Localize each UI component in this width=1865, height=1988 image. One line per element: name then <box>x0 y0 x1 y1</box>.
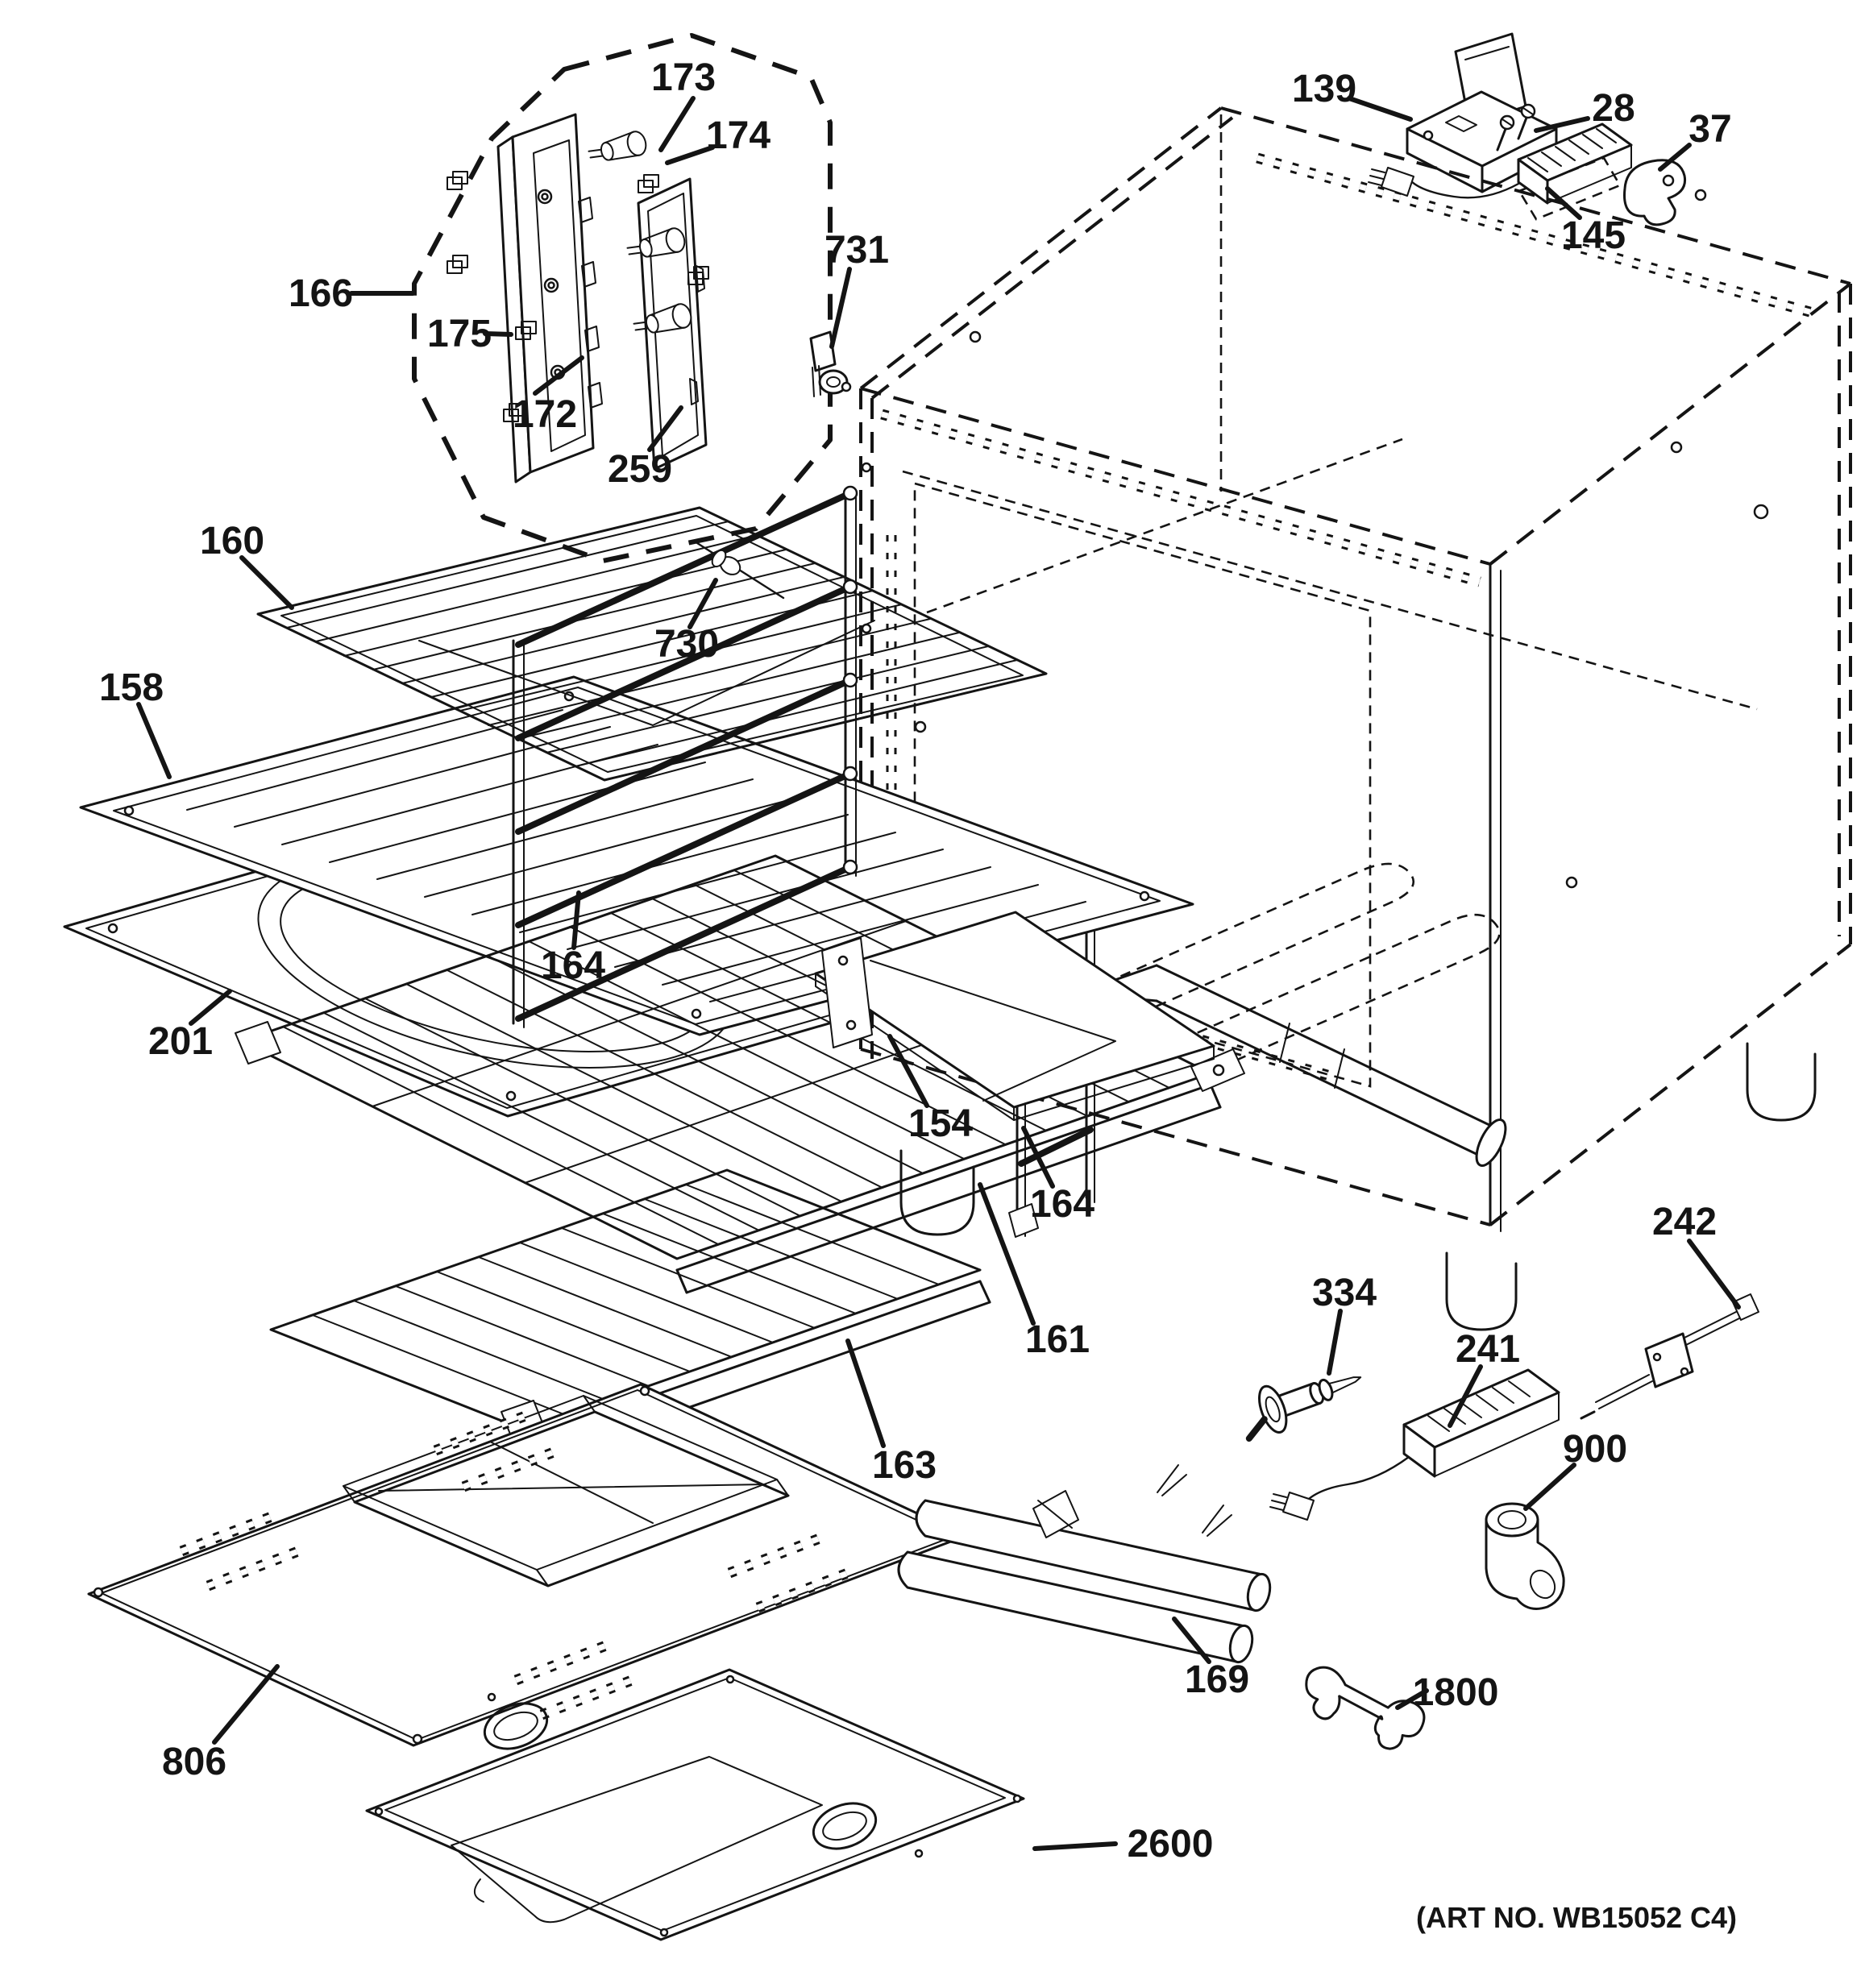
callout-169: 169 <box>1185 1658 1249 1701</box>
callout-334: 334 <box>1312 1272 1377 1314</box>
leader-201 <box>189 989 232 1026</box>
leader-173 <box>658 96 696 152</box>
art-number-note: (ART NO. WB15052 C4) <box>1416 1901 1737 1934</box>
callout-731: 731 <box>825 229 889 272</box>
leader-161 <box>978 1182 1036 1326</box>
leader-145 <box>1545 186 1582 220</box>
rack-guide-left-164 <box>512 485 858 1028</box>
bottom-panel-2600 <box>365 1668 1025 1941</box>
callout-139: 139 <box>1292 68 1356 110</box>
igniter-334 <box>1245 1376 1362 1442</box>
leader-241 <box>1448 1364 1483 1428</box>
control-panel-group-166 <box>412 33 833 563</box>
clip-nut <box>503 403 525 422</box>
burner-deflector-154 <box>814 911 1215 1121</box>
leader-163 <box>845 1338 886 1448</box>
callout-172: 172 <box>513 393 577 436</box>
clip-nut <box>687 266 709 285</box>
igniter-module-241 <box>1269 1368 1560 1521</box>
pipe-elbow-900 <box>1485 1502 1565 1610</box>
clip-nut <box>638 174 659 193</box>
leader-28 <box>1534 116 1590 133</box>
burner-assembly-169 <box>897 1464 1272 1664</box>
leader-lines <box>136 96 1741 1851</box>
callout-28: 28 <box>1592 87 1634 130</box>
door-switch-731 <box>809 330 852 397</box>
callout-164-right: 164 <box>1030 1183 1094 1226</box>
callout-163: 163 <box>872 1444 937 1487</box>
callout-164-left: 164 <box>541 944 605 987</box>
leader-164a <box>571 890 581 950</box>
callout-161: 161 <box>1025 1318 1090 1361</box>
callout-2600: 2600 <box>1128 1823 1214 1866</box>
oval-cutout <box>483 1702 549 1750</box>
leader-158 <box>136 702 172 779</box>
callout-900: 900 <box>1563 1428 1627 1471</box>
leader-169 <box>1172 1617 1211 1664</box>
callout-201: 201 <box>148 1020 213 1063</box>
leader-731 <box>829 267 852 349</box>
oven-rack-163 <box>269 1168 991 1463</box>
clip-nut <box>447 255 468 274</box>
temperature-probe-730 <box>693 540 785 600</box>
callout-145: 145 <box>1561 214 1626 257</box>
callout-806: 806 <box>162 1741 226 1783</box>
leader-164b <box>1021 1126 1055 1189</box>
leader-806 <box>212 1664 280 1745</box>
callout-37: 37 <box>1688 108 1731 151</box>
leader-37 <box>1658 143 1692 172</box>
callout-730: 730 <box>654 623 719 666</box>
callout-154: 154 <box>908 1102 973 1145</box>
oven-sensor-242 <box>1580 1293 1759 1420</box>
clip-nut <box>515 321 537 340</box>
callout-166: 166 <box>289 272 353 315</box>
broiler-grid-160 <box>256 506 1048 782</box>
leader-139 <box>1347 96 1413 122</box>
leader-172 <box>533 355 584 396</box>
callout-174: 174 <box>706 114 771 157</box>
clip-nut <box>447 171 468 190</box>
drip-cover-panel-806 <box>87 1383 967 1747</box>
leader-900 <box>1523 1463 1576 1511</box>
leader-259 <box>647 405 683 452</box>
leader-730 <box>687 578 718 629</box>
callout-173: 173 <box>651 56 716 99</box>
callout-labels: 173 174 166 175 172 259 731 139 28 37 14… <box>99 56 1732 1866</box>
oven-cabinet-body <box>859 106 1852 1331</box>
valve-stem <box>588 131 647 161</box>
oval-cutout <box>812 1802 878 1850</box>
leader-242 <box>1687 1239 1741 1309</box>
leader-160 <box>239 555 294 610</box>
leader-174 <box>665 145 715 165</box>
spark-module-145 <box>1368 122 1633 205</box>
leader-334 <box>1327 1309 1343 1376</box>
callout-1800: 1800 <box>1413 1671 1499 1714</box>
callout-241: 241 <box>1456 1328 1520 1371</box>
callout-158: 158 <box>99 666 164 709</box>
clip-37 <box>1623 159 1687 226</box>
valve-stem <box>633 303 692 334</box>
callout-175: 175 <box>427 313 492 355</box>
callout-160: 160 <box>200 520 264 562</box>
wrench-1800 <box>1305 1666 1426 1750</box>
leader-2600 <box>1032 1841 1118 1851</box>
screws-28 <box>1496 103 1536 151</box>
callout-259: 259 <box>608 448 672 491</box>
valve-stem <box>626 227 686 258</box>
leader-1800 <box>1395 1688 1429 1710</box>
callout-242: 242 <box>1652 1201 1717 1243</box>
leader-154 <box>887 1034 929 1108</box>
